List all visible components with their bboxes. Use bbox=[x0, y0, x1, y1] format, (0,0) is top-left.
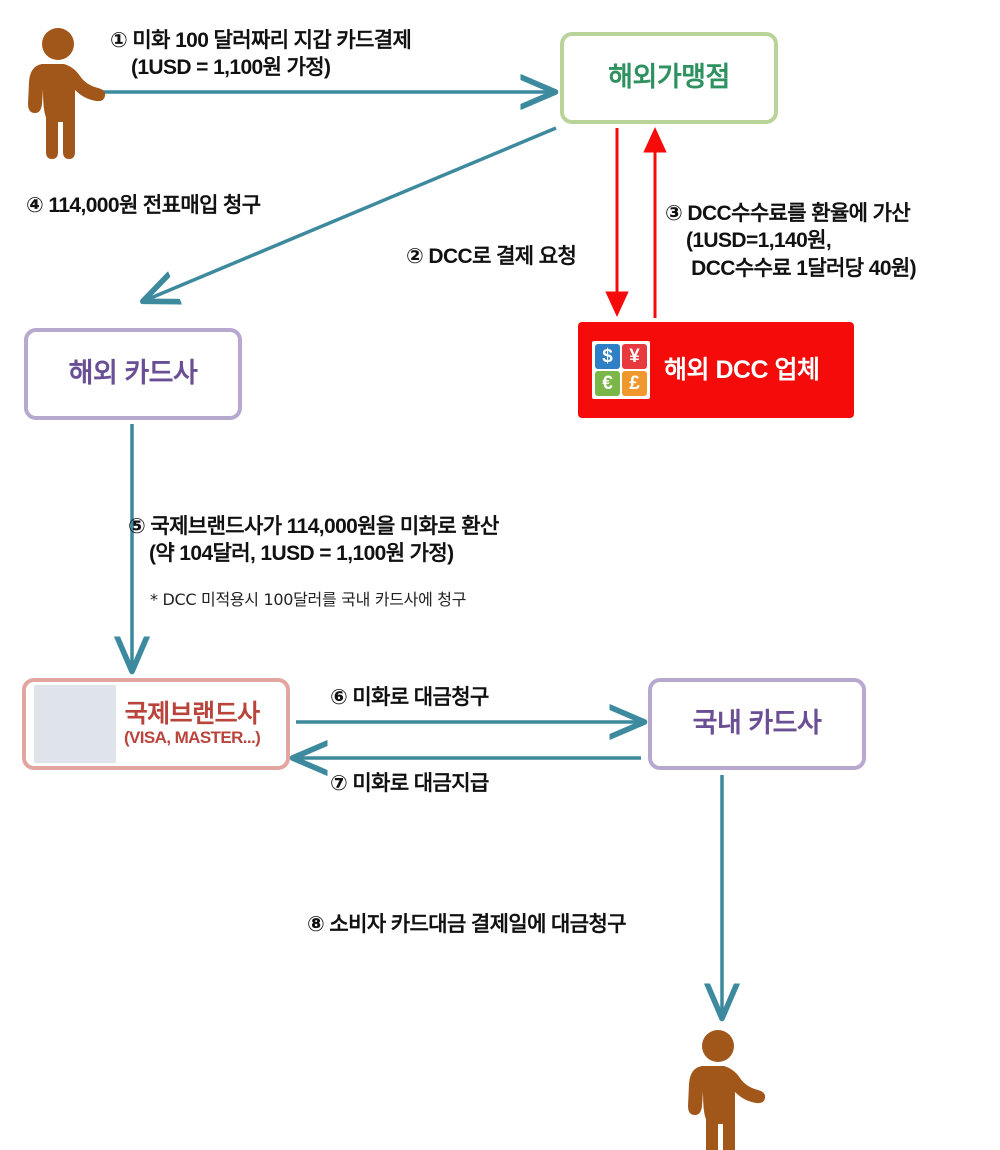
usd-icon: $ bbox=[595, 344, 620, 369]
node-overseas-merchant[interactable]: 해외가맹점 bbox=[560, 32, 778, 124]
currency-grid-icon: $ ¥ € £ bbox=[592, 341, 650, 399]
node-overseas-dcc-operator[interactable]: $ ¥ € £ 해외 DCC 업체 bbox=[578, 322, 854, 418]
brand-text-block: 국제브랜드사 (VISA, MASTER...) bbox=[124, 699, 261, 748]
node-domestic-card-company[interactable]: 국내 카드사 bbox=[648, 678, 866, 770]
step-3-label: ③ DCC수수료를 환율에 가산 (1USD=1,140원, DCC수수료 1달… bbox=[665, 202, 917, 280]
person-icon bbox=[688, 1030, 766, 1150]
node-label: 국내 카드사 bbox=[692, 708, 822, 739]
node-foreign-card-company[interactable]: 해외 카드사 bbox=[24, 328, 242, 420]
step-4-label: ④ 114,000원 전표매입 청구 bbox=[26, 194, 261, 217]
person-icon bbox=[28, 28, 106, 159]
credit-cards-photo-slot bbox=[34, 685, 116, 763]
brand-subtitle: (VISA, MASTER...) bbox=[124, 728, 261, 748]
eur-icon: € bbox=[595, 371, 620, 396]
node-label: 해외 카드사 bbox=[68, 358, 198, 389]
step-2-label: ② DCC로 결제 요청 bbox=[406, 245, 577, 268]
node-international-brand[interactable]: 국제브랜드사 (VISA, MASTER...) bbox=[22, 678, 290, 770]
step-5-footnote: * DCC 미적용시 100달러를 국내 카드사에 청구 bbox=[150, 590, 467, 609]
node-label: 해외가맹점 bbox=[608, 62, 730, 93]
step-1-label: ① 미화 100 달러짜리 지갑 카드결제 (1USD = 1,100원 가정) bbox=[110, 29, 412, 80]
brand-title: 국제브랜드사 bbox=[124, 699, 261, 728]
node-label: 해외 DCC 업체 bbox=[664, 355, 820, 384]
jpy-icon: ¥ bbox=[622, 344, 647, 369]
step-6-label: ⑥ 미화로 대금청구 bbox=[330, 686, 489, 709]
step-7-label: ⑦ 미화로 대금지급 bbox=[330, 772, 489, 795]
step-8-label: ⑧ 소비자 카드대금 결제일에 대금청구 bbox=[307, 913, 627, 936]
step-5-label: ⑤ 국제브랜드사가 114,000원을 미화로 환산 (약 104달러, 1US… bbox=[128, 515, 499, 566]
gbp-icon: £ bbox=[622, 371, 647, 396]
